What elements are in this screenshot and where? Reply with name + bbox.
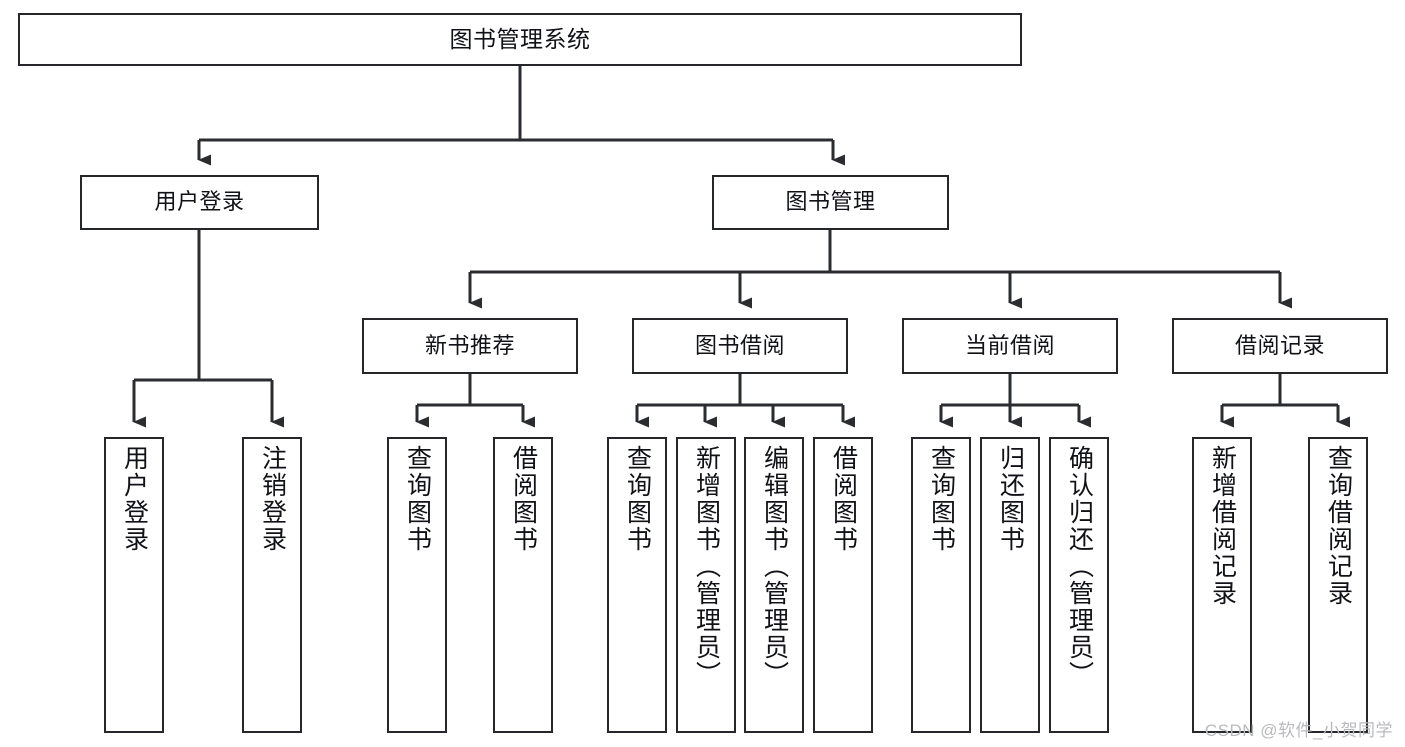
node-label: 图书管理 (785, 189, 876, 215)
node-user-login[interactable]: 用户登录 (80, 175, 319, 230)
node-label: 新书推荐 (424, 332, 515, 358)
node-book-management[interactable]: 图书管理 (712, 175, 949, 230)
node-label: 借阅图书 (829, 445, 858, 553)
node-leaf-query-books-borrow[interactable]: 查询图书 (607, 437, 667, 733)
node-leaf-add-book-admin[interactable]: 新增图书（管理员） (676, 437, 736, 733)
node-label: 查询图书 (927, 445, 956, 553)
node-label: 当前借阅 (964, 332, 1055, 358)
node-leaf-confirm-return-admin[interactable]: 确认归还（管理员） (1049, 437, 1109, 733)
node-label: 用户登录 (120, 445, 149, 553)
node-book-borrowing[interactable]: 图书借阅 (632, 318, 848, 374)
node-label: 查询图书 (623, 445, 652, 553)
node-current-borrowing[interactable]: 当前借阅 (902, 318, 1118, 374)
node-leaf-query-borrow-record[interactable]: 查询借阅记录 (1308, 437, 1368, 733)
node-leaf-query-books-recommend[interactable]: 查询图书 (387, 437, 447, 733)
node-label: 借阅图书 (509, 445, 538, 553)
node-root-book-management-system[interactable]: 图书管理系统 (18, 13, 1022, 66)
node-label: 新增图书（管理员） (692, 445, 721, 688)
node-label: 查询图书 (403, 445, 432, 553)
node-label: 新增借阅记录 (1208, 445, 1237, 607)
node-leaf-return-books[interactable]: 归还图书 (980, 437, 1040, 733)
node-label: 注销登录 (258, 445, 287, 553)
node-label: 用户登录 (154, 189, 245, 215)
node-label: 图书管理系统 (449, 26, 591, 53)
node-leaf-user-login[interactable]: 用户登录 (104, 437, 164, 733)
node-leaf-logout[interactable]: 注销登录 (242, 437, 302, 733)
node-label: 编辑图书（管理员） (760, 445, 789, 688)
node-leaf-query-books-current[interactable]: 查询图书 (911, 437, 971, 733)
node-label: 确认归还（管理员） (1065, 445, 1094, 688)
node-label: 归还图书 (996, 445, 1025, 553)
node-label: 借阅记录 (1234, 332, 1325, 358)
node-label: 图书借阅 (694, 332, 785, 358)
watermark: CSDN @软件_小贺同学 (1204, 721, 1393, 740)
node-new-book-recommendation[interactable]: 新书推荐 (362, 318, 578, 374)
node-borrow-records[interactable]: 借阅记录 (1172, 318, 1388, 374)
node-leaf-edit-book-admin[interactable]: 编辑图书（管理员） (744, 437, 804, 733)
node-leaf-borrow-books[interactable]: 借阅图书 (813, 437, 873, 733)
node-leaf-add-borrow-record[interactable]: 新增借阅记录 (1192, 437, 1252, 733)
node-label: 查询借阅记录 (1324, 445, 1353, 607)
node-leaf-borrow-books-recommend[interactable]: 借阅图书 (493, 437, 553, 733)
